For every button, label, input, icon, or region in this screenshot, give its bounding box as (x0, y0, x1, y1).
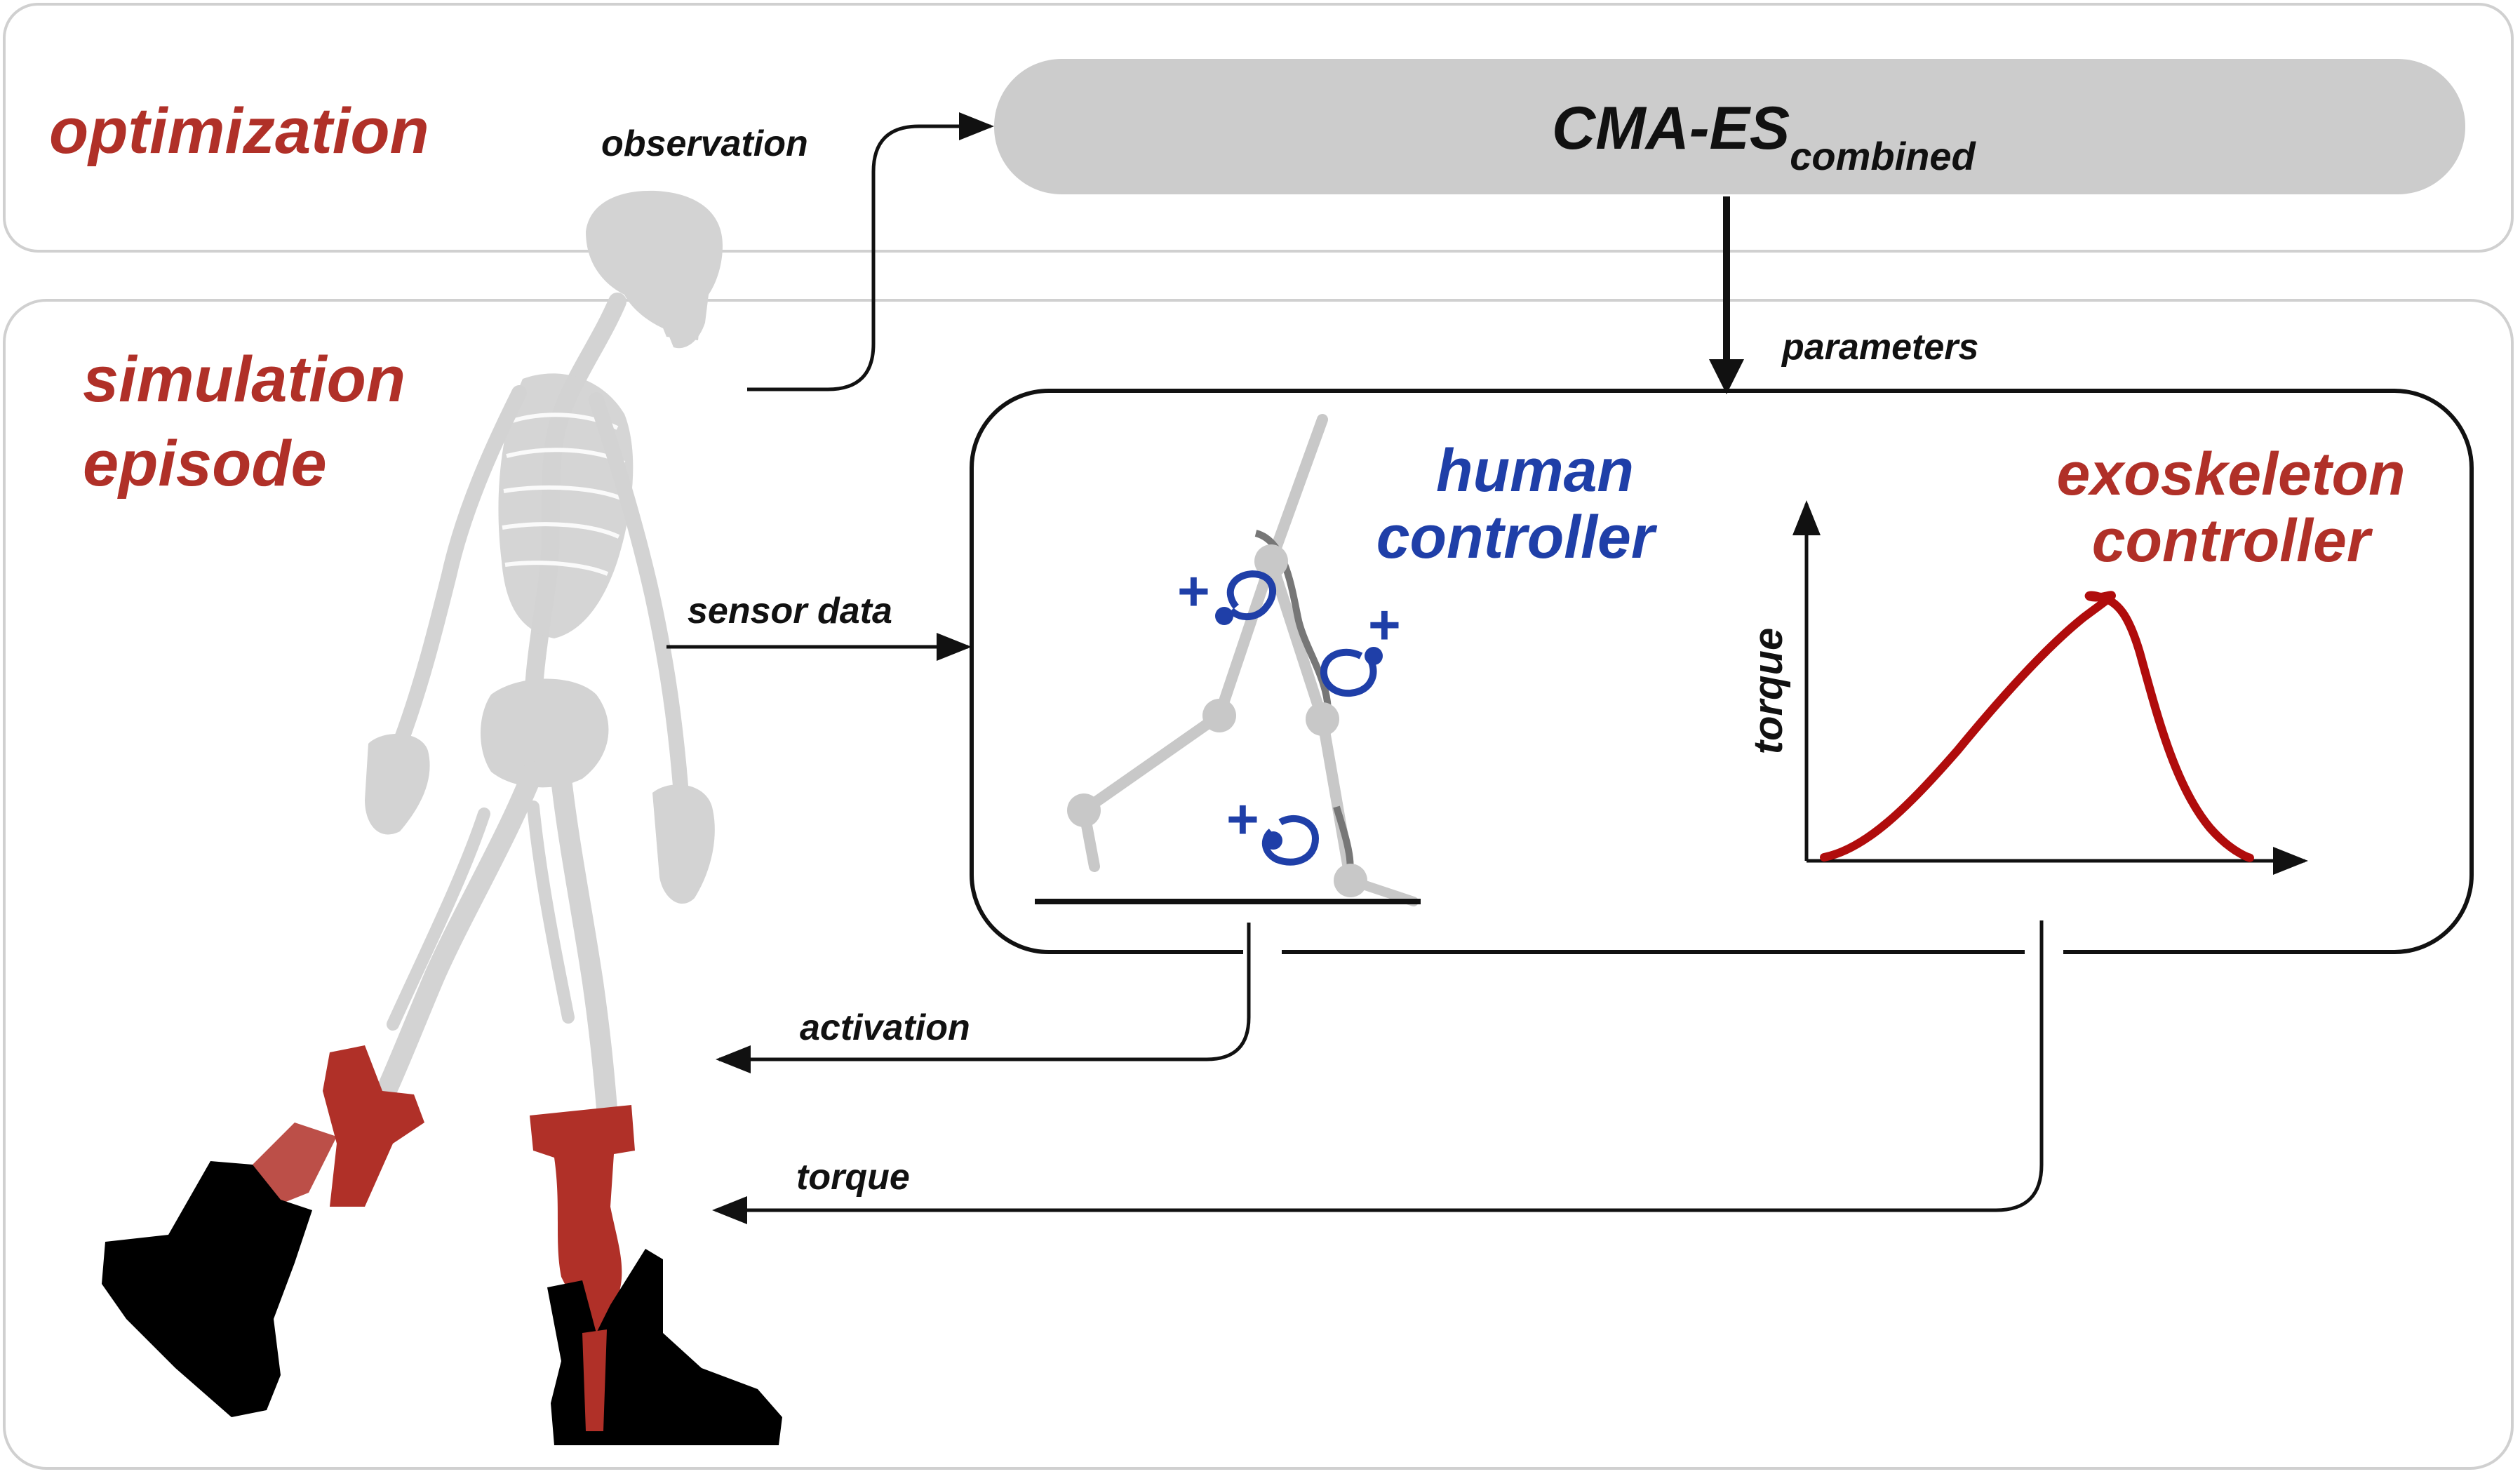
knee-actuation-marker: + (1320, 594, 1401, 697)
human-controller-label-line2: controller (1376, 504, 1658, 571)
exoskeleton-device (253, 1045, 635, 1435)
leg-joint-model (1035, 414, 1421, 906)
plus-icon: + (1226, 788, 1259, 850)
cma-es-label: CMA-EScombined (1552, 95, 1976, 178)
circular-arrow-icon (1226, 570, 1276, 621)
cma-es-box (994, 59, 2465, 194)
human-controller-label-line1: human (1436, 437, 1634, 504)
observation-label: observation (601, 123, 808, 164)
plot-y-label: torque (1745, 628, 1791, 754)
simulation-label-line1: simulation (83, 344, 406, 415)
torque-profile-plot: torque (1745, 500, 2308, 875)
circular-arrow-icon (1320, 648, 1377, 697)
cma-es-subscript: combined (1790, 134, 1976, 178)
activation-arrow (716, 923, 1251, 1073)
simulation-label-line2: episode (83, 428, 327, 500)
exo-controller-label-line1: exoskeleton (2056, 441, 2405, 508)
plus-icon: + (1177, 560, 1210, 622)
activation-label: activation (800, 1007, 970, 1048)
circular-arrow-icon (1261, 815, 1320, 866)
torque-profile-curve (1820, 591, 2254, 862)
torque-arrow (712, 920, 2044, 1224)
plus-icon: + (1368, 594, 1401, 656)
ankle-actuation-marker: + (1226, 788, 1320, 866)
sensor-data-label: sensor data (688, 591, 892, 631)
cma-es-name: CMA-ES (1552, 95, 1790, 162)
parameters-label: parameters (1781, 327, 1978, 368)
observation-arrow (747, 112, 994, 391)
hip-actuation-marker: + (1177, 560, 1276, 625)
torque-flow-label: torque (796, 1157, 910, 1198)
exo-controller-label-line2: controller (2092, 507, 2373, 575)
boot (102, 1161, 782, 1445)
skeleton-figure (354, 190, 723, 1147)
optimization-label: optimization (49, 95, 429, 167)
